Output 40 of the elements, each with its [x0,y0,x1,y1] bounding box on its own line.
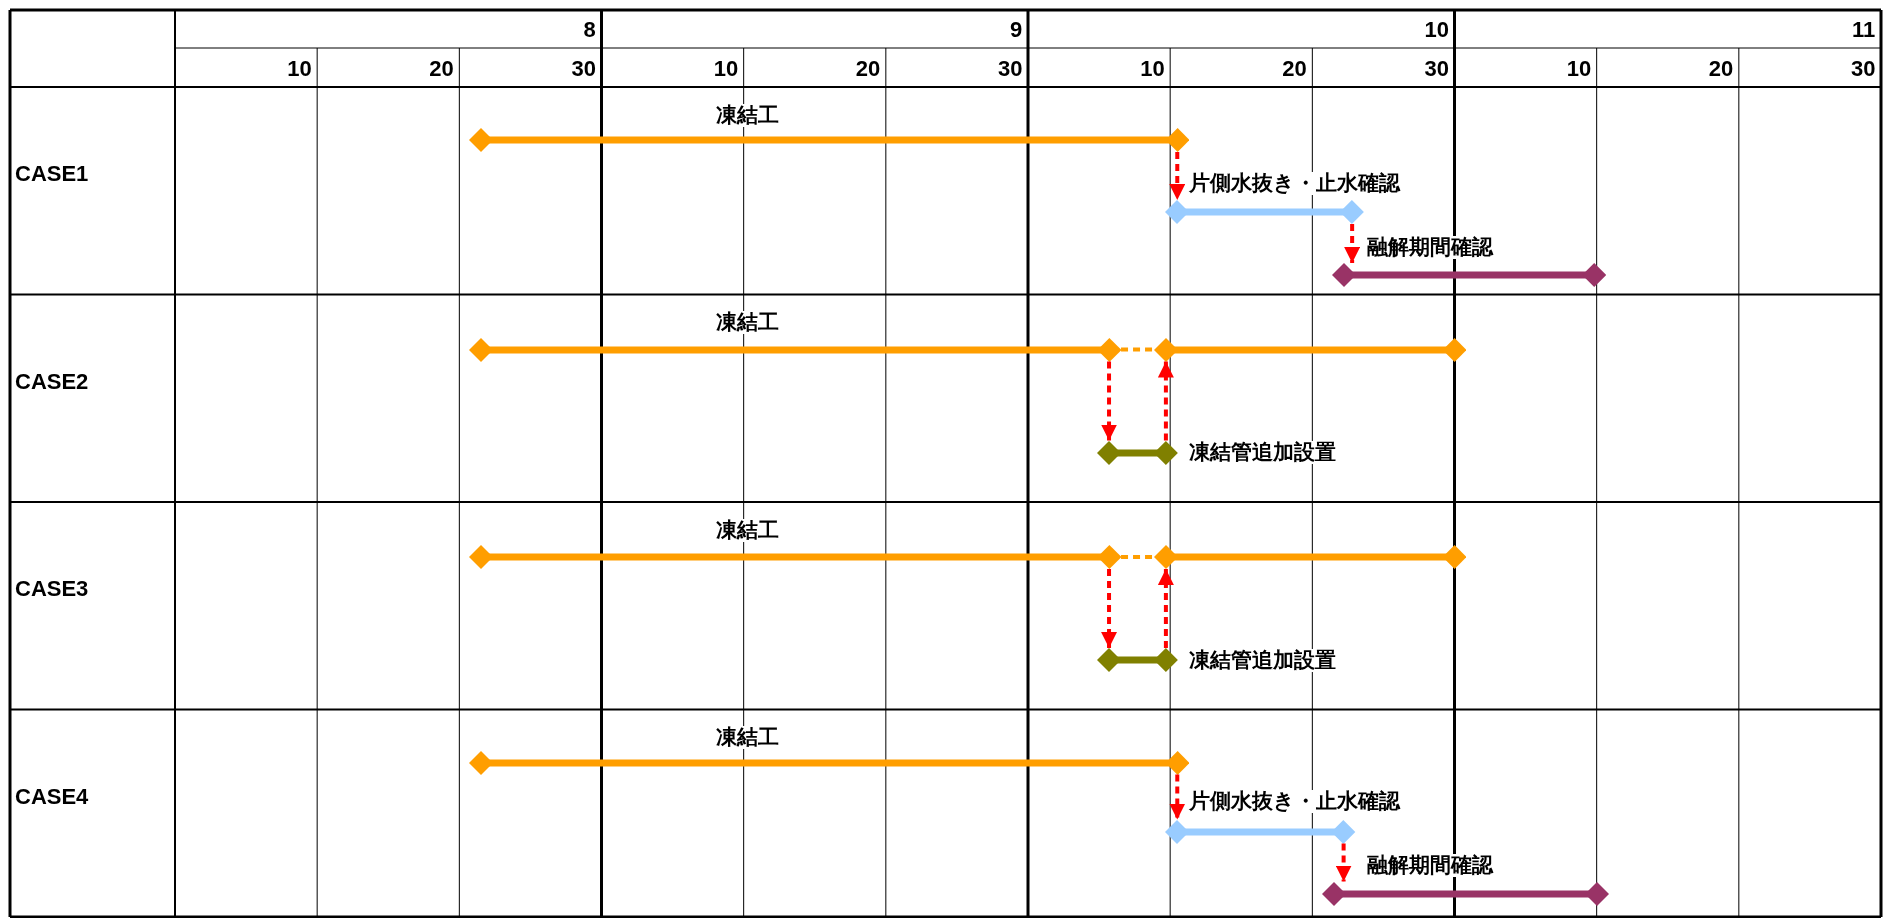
day-label: 20 [1282,57,1307,80]
dependency-arrow [1157,361,1174,441]
day-label: 20 [855,57,881,80]
task-label: 片側水抜き・止水確認 [1187,790,1403,813]
month-label: 11 [1852,19,1876,41]
dependency-arrow [1101,569,1118,648]
dependency-arrow [1169,152,1186,200]
month-label: 10 [1424,19,1449,41]
day-label: 30 [571,57,596,80]
dependency-arrow [1335,843,1352,882]
task-label: 凍結管追加設置 [1187,648,1339,672]
task-label: 融解期間確認 [1364,235,1495,259]
day-label: 10 [713,57,739,80]
row-label: CASE4 [15,785,89,808]
dependency-arrow [1344,224,1361,263]
task-label: 凍結管追加設置 [1187,441,1339,464]
row-label: CASE2 [15,370,89,393]
task-label: 凍結工 [714,726,782,749]
task-label: 凍結工 [714,103,782,127]
task-label: 凍結工 [714,311,782,334]
dependency-arrow [1101,361,1118,441]
day-label: 30 [1424,57,1449,80]
dependency-arrow [1157,569,1174,648]
month-label: 9 [1010,19,1023,41]
day-label: 30 [1851,57,1876,80]
day-label: 20 [429,57,454,80]
day-label: 10 [1566,57,1592,80]
task-label: 片側水抜き・止水確認 [1187,171,1403,195]
day-label: 20 [1708,57,1734,80]
day-label: 10 [287,57,312,80]
task-label: 凍結工 [714,518,782,542]
row-label: CASE3 [15,578,89,601]
day-label: 30 [998,57,1023,80]
row-label: CASE1 [15,163,89,186]
day-label: 10 [1140,57,1165,80]
task-label: 融解期間確認 [1364,854,1495,877]
dependency-arrow [1169,774,1186,820]
month-label: 8 [583,19,596,41]
connector-line [1121,555,1154,559]
connector-line [1121,347,1154,352]
